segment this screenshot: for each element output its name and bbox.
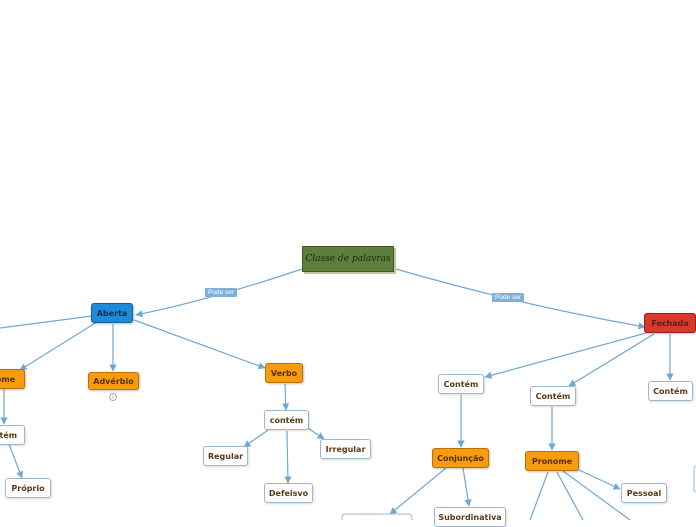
edge-contem-proprio (8, 443, 24, 479)
info-icon[interactable]: i (109, 393, 117, 401)
edge-aberta-offleft (0, 315, 93, 329)
node-irregular[interactable]: Irregular (320, 439, 371, 459)
edge-fechada-contem1 (484, 332, 647, 379)
edge-fechada-contem2 (568, 333, 655, 387)
node-nome-contem[interactable]: ntém (0, 425, 25, 445)
edge-pronome-down3 (562, 470, 631, 520)
node-regular[interactable]: Regular (203, 446, 248, 466)
edge-aberta-nome (19, 321, 98, 371)
node-pronome[interactable]: Pronome (525, 451, 579, 471)
edge-verbo-contem (282, 383, 290, 411)
node-aberta[interactable]: Aberta (91, 303, 133, 323)
edge-conjuncao-left (389, 467, 447, 515)
node-nome[interactable]: ome (0, 369, 25, 389)
node-defeisvo[interactable]: Defeisvo (264, 483, 313, 503)
node-conjuncao[interactable]: Conjunção (432, 448, 489, 468)
edge-pronome-pessoal (578, 469, 621, 490)
edge-contem-regular (243, 429, 269, 448)
node-proprio[interactable]: Próprio (5, 478, 51, 498)
edge-label-right: Pode ser (492, 293, 525, 302)
node-pessoal[interactable]: Pessoal (621, 483, 667, 503)
node-fechada[interactable]: Fechada (644, 313, 696, 333)
edge-conjuncao-subordinativa (462, 467, 472, 507)
edge-contem-defeisvo (284, 430, 292, 484)
root-node[interactable]: Classe de palavras (302, 246, 394, 272)
node-fechada-contem-2[interactable]: Contém (530, 386, 576, 406)
edge-pronome-down1 (529, 471, 549, 520)
node-subordinativa[interactable]: Subordinativa (434, 507, 506, 527)
node-adverbio[interactable]: Advérbio (88, 372, 139, 390)
node-partial-bottom-left (341, 513, 413, 520)
node-verbo[interactable]: Verbo (265, 363, 303, 383)
node-fechada-contem-3[interactable]: Contém (648, 381, 693, 401)
node-verbo-contem[interactable]: contém (264, 410, 309, 430)
edge-label-left: Pode ser (205, 288, 238, 297)
node-fechada-contem-1[interactable]: Contém (438, 374, 484, 394)
edge-pronome-down2 (556, 471, 584, 520)
edge-aberta-verbo (133, 319, 266, 370)
edge-contem-irregular (307, 427, 325, 440)
